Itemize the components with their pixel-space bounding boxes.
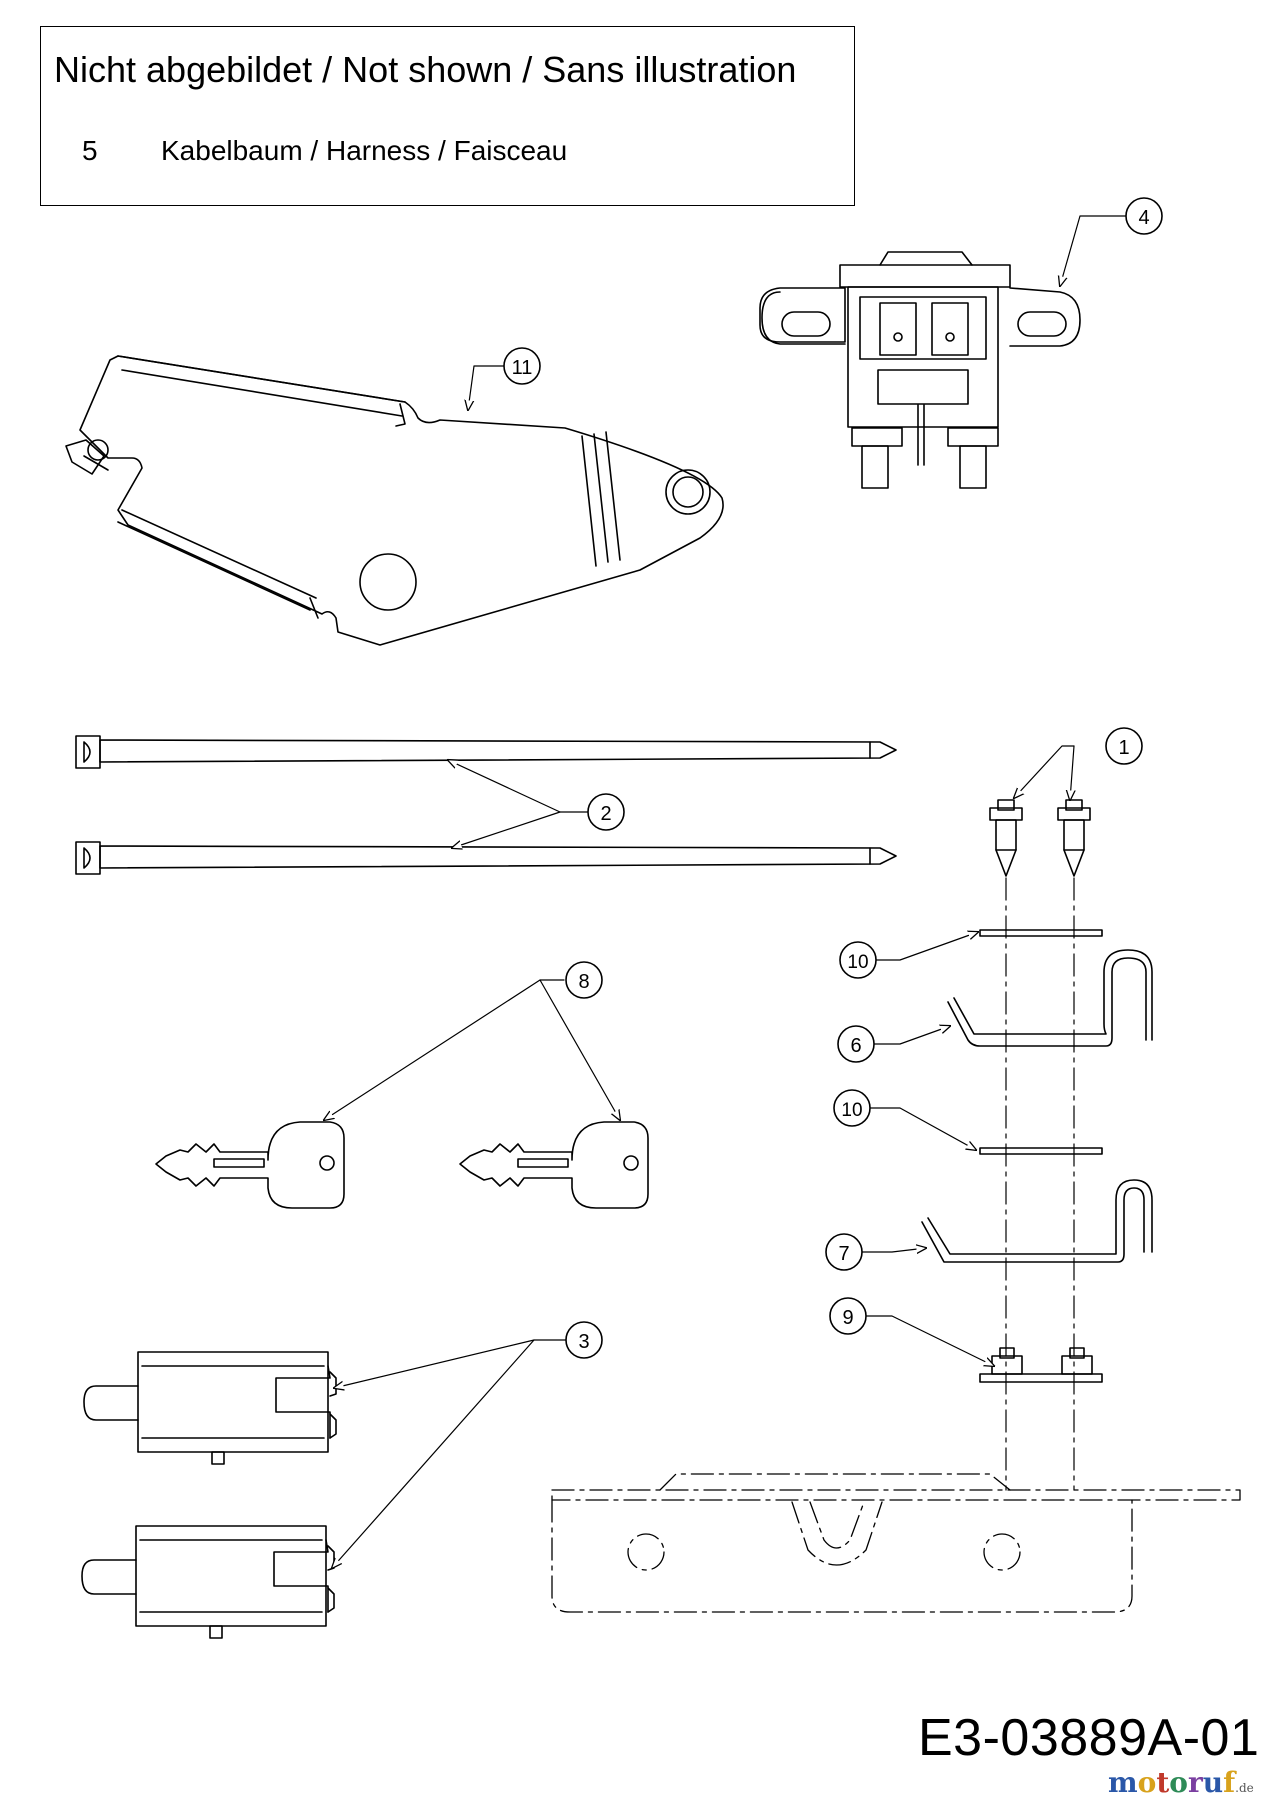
watermark-brand: motoruf — [1108, 1766, 1235, 1799]
part-2-cable-tie-lower — [75, 841, 897, 875]
svg-text:10: 10 — [841, 1100, 862, 1121]
assembly-centerlines — [1005, 877, 1075, 1491]
mounting-frame-phantom — [551, 1473, 1241, 1613]
callout-10-upper: 10 — [839, 941, 877, 979]
part-4-solenoid — [759, 251, 1081, 489]
watermark-letter: r — [1187, 1766, 1203, 1799]
not-shown-note-box: Nicht abgebildet / Not shown / Sans illu… — [40, 26, 855, 206]
drawing-code: E3-03889A-01 — [918, 1709, 1260, 1767]
part-10-shim-lower — [979, 1147, 1103, 1155]
svg-text:7: 7 — [838, 1243, 849, 1265]
watermark-letter: o — [1169, 1766, 1188, 1799]
watermark-letter: f — [1223, 1766, 1236, 1799]
part-1-bolts — [989, 799, 1091, 877]
callout-9: 9 — [829, 1297, 867, 1335]
callout-7: 7 — [825, 1233, 863, 1271]
callout-8: 8 — [565, 961, 603, 999]
part-3-switch-lower — [81, 1525, 335, 1639]
part-10-shim-upper — [979, 929, 1103, 937]
part-6-spring — [947, 949, 1153, 1047]
watermark-domain: .de — [1235, 1781, 1254, 1795]
leader-lines — [324, 215, 1127, 1568]
part-7-spring — [921, 1179, 1153, 1263]
svg-text:10: 10 — [847, 952, 868, 973]
callout-6: 6 — [837, 1025, 875, 1063]
part-8-key-right — [459, 1121, 649, 1209]
part-8-key-left — [155, 1121, 345, 1209]
svg-text:9: 9 — [842, 1307, 853, 1329]
watermark-letter: o — [1137, 1766, 1157, 1799]
svg-text:4: 4 — [1138, 207, 1149, 229]
callout-2: 2 — [587, 793, 625, 831]
not-shown-item-number: 5 — [82, 135, 98, 166]
svg-text:8: 8 — [578, 971, 589, 993]
part-11-bracket — [65, 355, 724, 646]
part-9-nut-plate — [979, 1347, 1103, 1383]
watermark-letter: m — [1108, 1766, 1138, 1799]
svg-text:11: 11 — [512, 357, 533, 379]
callout-1: 1 — [1105, 727, 1143, 765]
svg-text:3: 3 — [578, 1331, 589, 1353]
part-3-switch-upper — [83, 1351, 337, 1465]
svg-text:2: 2 — [600, 803, 611, 825]
motoruf-watermark: motoruf.de — [1108, 1766, 1254, 1799]
svg-text:6: 6 — [850, 1035, 861, 1057]
callout-11: 11 — [503, 347, 541, 385]
not-shown-item-text: Kabelbaum / Harness / Faisceau — [161, 135, 568, 166]
watermark-letter: u — [1202, 1766, 1224, 1799]
part-2-cable-tie-upper — [75, 735, 897, 769]
watermark-letter: t — [1156, 1766, 1170, 1799]
callout-10-lower: 10 — [833, 1089, 871, 1127]
not-shown-title: Nicht abgebildet / Not shown / Sans illu… — [54, 49, 797, 90]
not-shown-item: 5 Kabelbaum / Harness / Faisceau — [82, 135, 567, 167]
callout-4: 4 — [1125, 197, 1163, 235]
callout-3: 3 — [565, 1321, 603, 1359]
svg-text:1: 1 — [1118, 737, 1129, 759]
